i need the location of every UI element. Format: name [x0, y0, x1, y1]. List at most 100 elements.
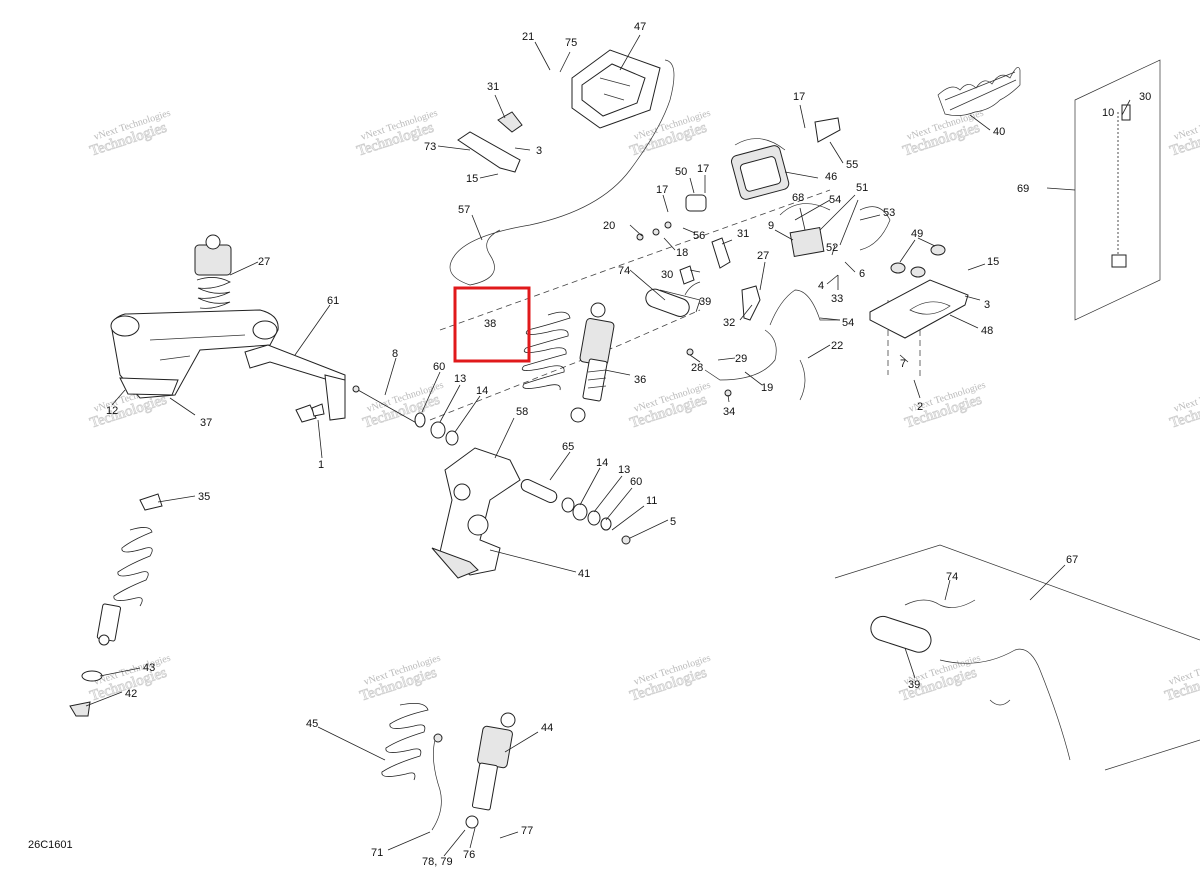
callout-67[interactable]: 67 [1066, 554, 1078, 566]
callout-28[interactable]: 28 [691, 362, 703, 374]
part-plate-48 [869, 244, 969, 339]
callout-42[interactable]: 42 [125, 688, 137, 700]
callout-6[interactable]: 6 [859, 268, 865, 280]
assembly-axes [124, 189, 921, 421]
callout-44[interactable]: 44 [541, 722, 553, 734]
callout-17[interactable]: 17 [697, 163, 709, 175]
callout-58[interactable]: 58 [516, 406, 528, 418]
callout-35[interactable]: 35 [198, 491, 210, 503]
callout-17[interactable]: 17 [656, 184, 668, 196]
callout-45[interactable]: 45 [306, 718, 318, 730]
watermarks: vNext Technologies Technologies vNext Te… [88, 108, 1200, 705]
callout-43[interactable]: 43 [143, 662, 155, 674]
callout-74[interactable]: 74 [946, 571, 958, 583]
callout-68[interactable]: 68 [792, 192, 804, 204]
callout-73[interactable]: 73 [424, 141, 436, 153]
callout-71[interactable]: 71 [371, 847, 383, 859]
callout-20[interactable]: 20 [603, 220, 615, 232]
callout-56[interactable]: 56 [693, 230, 705, 242]
callout-10[interactable]: 10 [1102, 107, 1114, 119]
callout-75[interactable]: 75 [565, 37, 577, 49]
callout-3[interactable]: 3 [984, 299, 990, 311]
part-hose-19 [704, 329, 777, 381]
callout-47[interactable]: 47 [634, 21, 646, 33]
callout-19[interactable]: 19 [761, 382, 773, 394]
callout-32[interactable]: 32 [723, 317, 735, 329]
callout-61[interactable]: 61 [327, 295, 339, 307]
callout-54[interactable]: 54 [829, 194, 841, 206]
callout-37[interactable]: 37 [200, 417, 212, 429]
callout-52[interactable]: 52 [826, 242, 838, 254]
part-shock-44 [465, 712, 516, 829]
part-hose-22 [799, 359, 806, 401]
callout-57[interactable]: 57 [458, 204, 470, 216]
part-link-61 [244, 344, 346, 421]
callout-7[interactable]: 7 [900, 358, 906, 370]
callout-38[interactable]: 38 [484, 318, 496, 330]
part-bushings-right [561, 497, 631, 545]
callout-39[interactable]: 39 [908, 679, 920, 691]
callout-76[interactable]: 76 [463, 849, 475, 861]
callout-27[interactable]: 27 [258, 256, 270, 268]
callout-2[interactable]: 2 [917, 401, 923, 413]
part-spring-38 [521, 311, 571, 391]
highlight-box-38[interactable] [453, 286, 531, 363]
diagram-code: 26C1601 [28, 839, 73, 851]
part-shock-36 [570, 302, 615, 423]
callout-27[interactable]: 27 [757, 250, 769, 262]
callout-34[interactable]: 34 [723, 406, 735, 418]
callout-77[interactable]: 77 [521, 825, 533, 837]
callout-14[interactable]: 14 [476, 385, 488, 397]
callout-14[interactable]: 14 [596, 457, 608, 469]
callout-1[interactable]: 1 [318, 459, 324, 471]
part-coil-40 [937, 67, 1021, 116]
callout-74[interactable]: 74 [618, 265, 630, 277]
callout-51[interactable]: 51 [856, 182, 868, 194]
callout-48[interactable]: 48 [981, 325, 993, 337]
callout-22[interactable]: 22 [831, 340, 843, 352]
callout-15[interactable]: 15 [987, 256, 999, 268]
callout-78-79[interactable]: 78, 79 [422, 856, 453, 868]
callout-4[interactable]: 4 [818, 280, 824, 292]
callout-13[interactable]: 13 [618, 464, 630, 476]
callout-46[interactable]: 46 [825, 171, 837, 183]
callout-3[interactable]: 3 [536, 145, 542, 157]
callout-53[interactable]: 53 [883, 207, 895, 219]
callout-50[interactable]: 50 [675, 166, 687, 178]
part-line-74 [659, 281, 701, 301]
callout-36[interactable]: 36 [634, 374, 646, 386]
callout-21[interactable]: 21 [522, 31, 534, 43]
callout-60[interactable]: 60 [630, 476, 642, 488]
callout-49[interactable]: 49 [911, 228, 923, 240]
watermark: vNext Technologies Technologies [901, 108, 985, 160]
callout-15[interactable]: 15 [466, 173, 478, 185]
callout-55[interactable]: 55 [846, 159, 858, 171]
callout-33[interactable]: 33 [831, 293, 843, 305]
callout-69[interactable]: 69 [1017, 183, 1029, 195]
callout-13[interactable]: 13 [454, 373, 466, 385]
callout-54[interactable]: 54 [842, 317, 854, 329]
part-compressor-46 [731, 138, 790, 200]
callout-40[interactable]: 40 [993, 126, 1005, 138]
callout-31[interactable]: 31 [737, 228, 749, 240]
callout-60[interactable]: 60 [433, 361, 445, 373]
callout-11[interactable]: 11 [646, 495, 657, 507]
callout-9[interactable]: 9 [768, 220, 774, 232]
callout-8[interactable]: 8 [392, 348, 398, 360]
callout-18[interactable]: 18 [676, 247, 688, 259]
part-hose-55 [814, 117, 841, 143]
callout-5[interactable]: 5 [670, 516, 676, 528]
part-arm-37 [110, 309, 279, 399]
callout-17[interactable]: 17 [793, 91, 805, 103]
watermark: vNext Technologies Technologies [903, 380, 987, 432]
callout-65[interactable]: 65 [562, 441, 574, 453]
callout-39[interactable]: 39 [699, 296, 711, 308]
callout-12[interactable]: 12 [106, 405, 118, 417]
callout-30[interactable]: 30 [1139, 91, 1151, 103]
callout-30[interactable]: 30 [661, 269, 673, 281]
part-accumulator-39 [645, 288, 690, 317]
callout-31[interactable]: 31 [487, 81, 499, 93]
callout-41[interactable]: 41 [578, 568, 590, 580]
callout-29[interactable]: 29 [735, 353, 747, 365]
